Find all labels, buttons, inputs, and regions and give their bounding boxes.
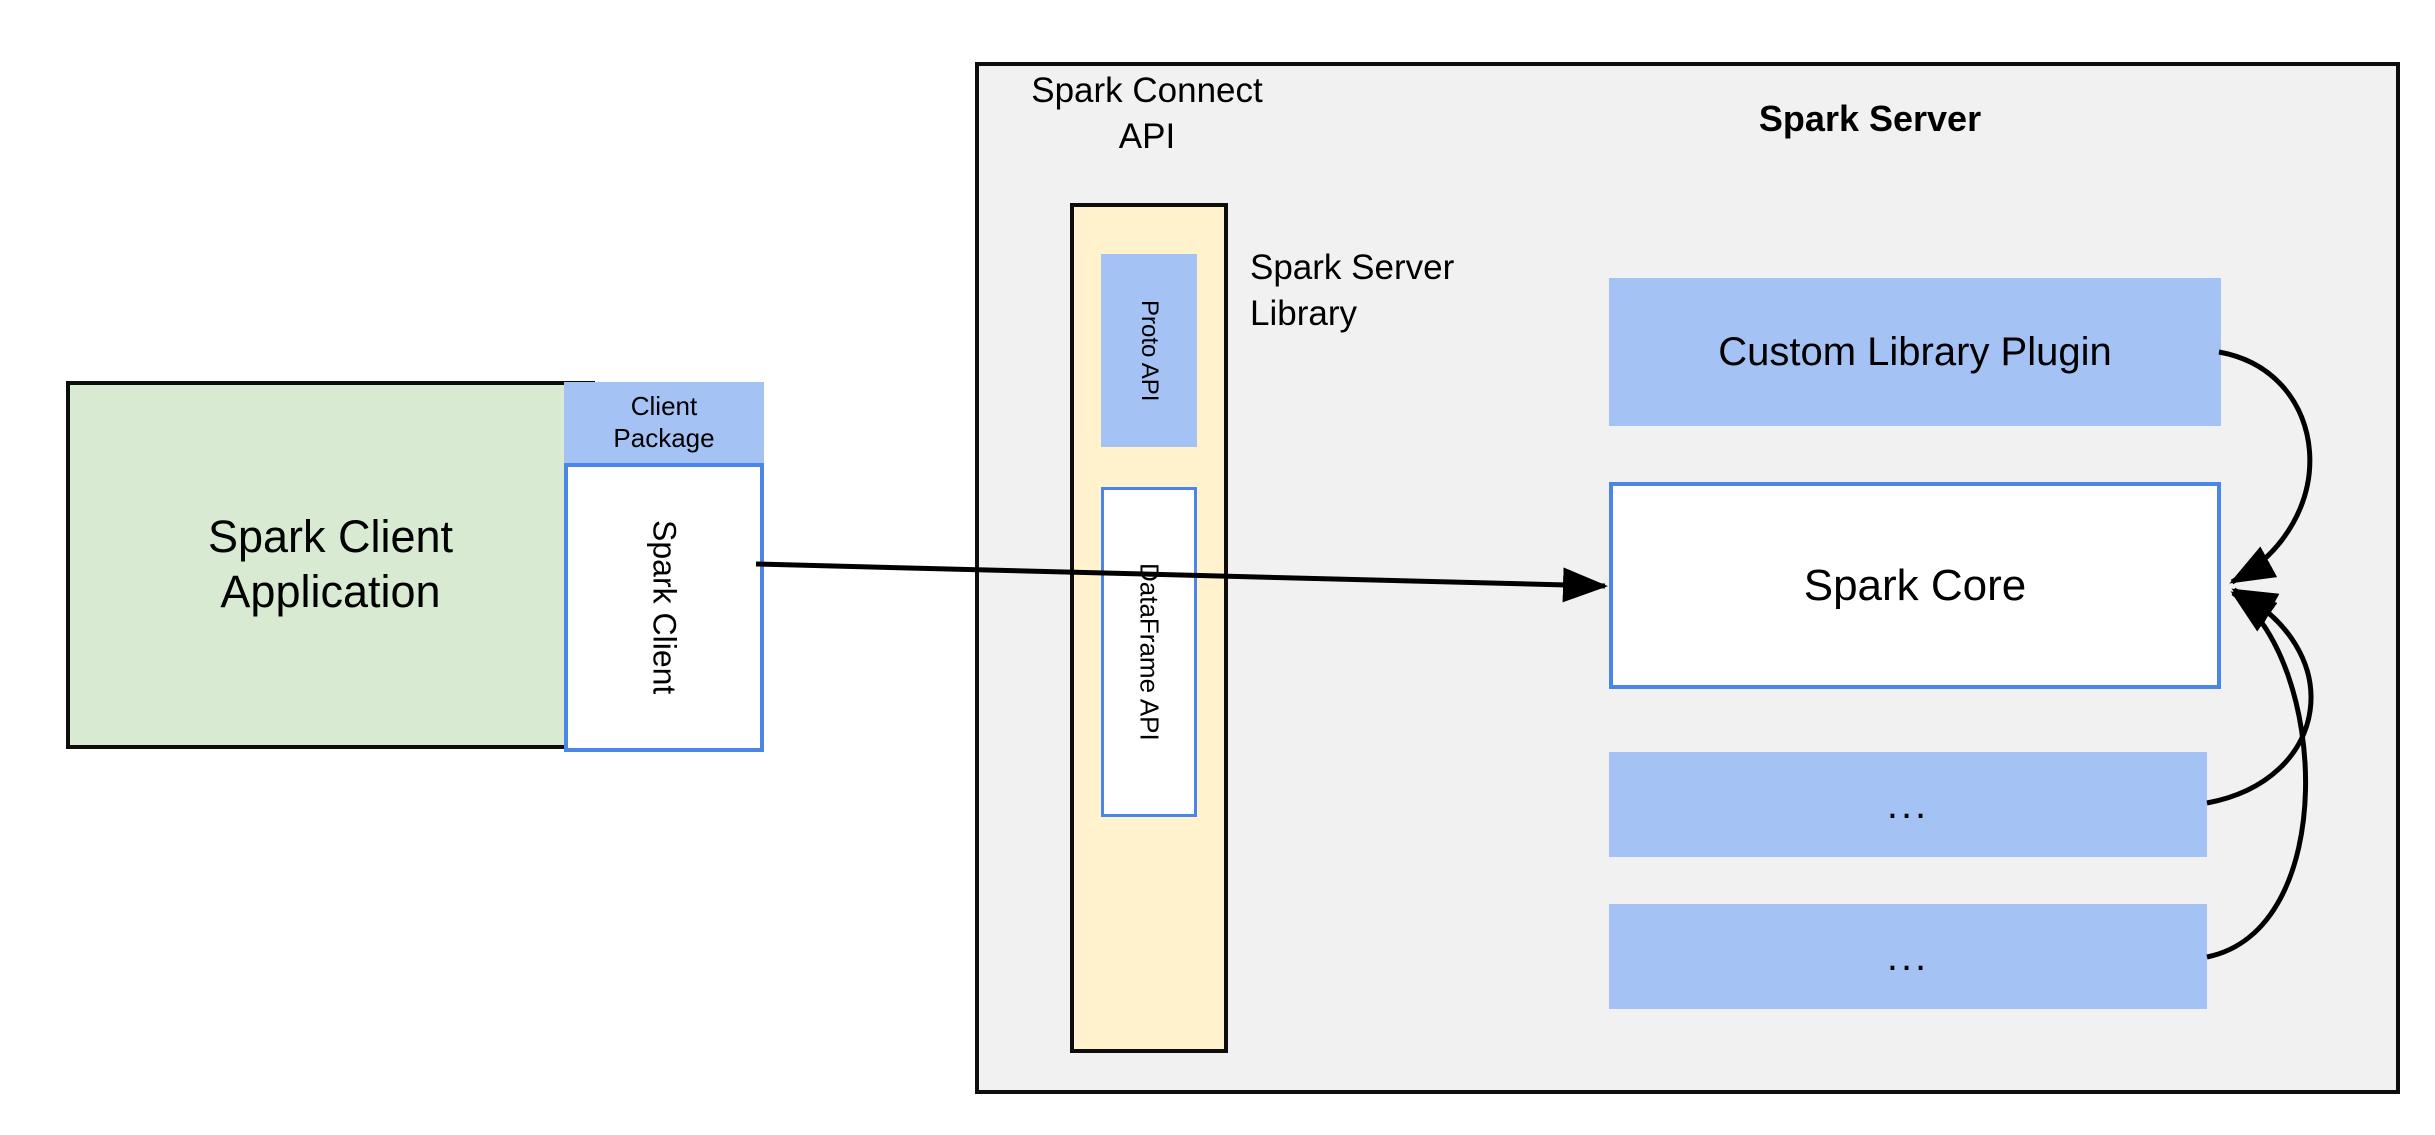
proto-api-label: Proto API — [1136, 299, 1163, 402]
spark-server-library-label: Spark Server Library — [1250, 245, 1580, 335]
placeholder-component-label-1: ... — [1886, 782, 1930, 827]
proto-api-box: Proto API — [1101, 254, 1197, 447]
spark-server-title: Spark Server — [1758, 98, 1982, 139]
spark-core-box: Spark Core — [1609, 482, 2221, 689]
client-package-box: Client Package — [564, 382, 764, 463]
spark-connect-api-line1: Spark Connect — [1031, 71, 1263, 110]
spark-client-label: Spark Client — [646, 520, 683, 695]
spark-connect-api-label: Spark Connect API — [1002, 68, 1292, 158]
client-application-label-line2: Application — [220, 566, 441, 617]
custom-library-plugin-label: Custom Library Plugin — [1718, 329, 2112, 374]
placeholder-component-box-1: ... — [1609, 752, 2207, 857]
client-package-label-line1: Client — [630, 390, 698, 421]
spark-server-library-line1: Spark Server — [1250, 248, 1455, 287]
spark-client-application-box: Spark Client Application — [66, 381, 595, 749]
spark-core-label: Spark Core — [1803, 560, 2027, 610]
placeholder-component-box-2: ... — [1609, 904, 2207, 1009]
spark-client-box: Spark Client — [564, 463, 764, 752]
dataframe-api-label: DataFrame API — [1134, 563, 1165, 741]
placeholder-component-label-2: ... — [1886, 934, 1930, 979]
client-package-label-line2: Package — [613, 422, 715, 453]
client-application-label-line1: Spark Client — [207, 511, 454, 563]
spark-server-library-line2: Library — [1250, 294, 1357, 334]
custom-library-plugin-box: Custom Library Plugin — [1609, 278, 2221, 426]
spark-connect-api-line2: API — [1118, 117, 1176, 157]
dataframe-api-box: DataFrame API — [1101, 487, 1197, 817]
